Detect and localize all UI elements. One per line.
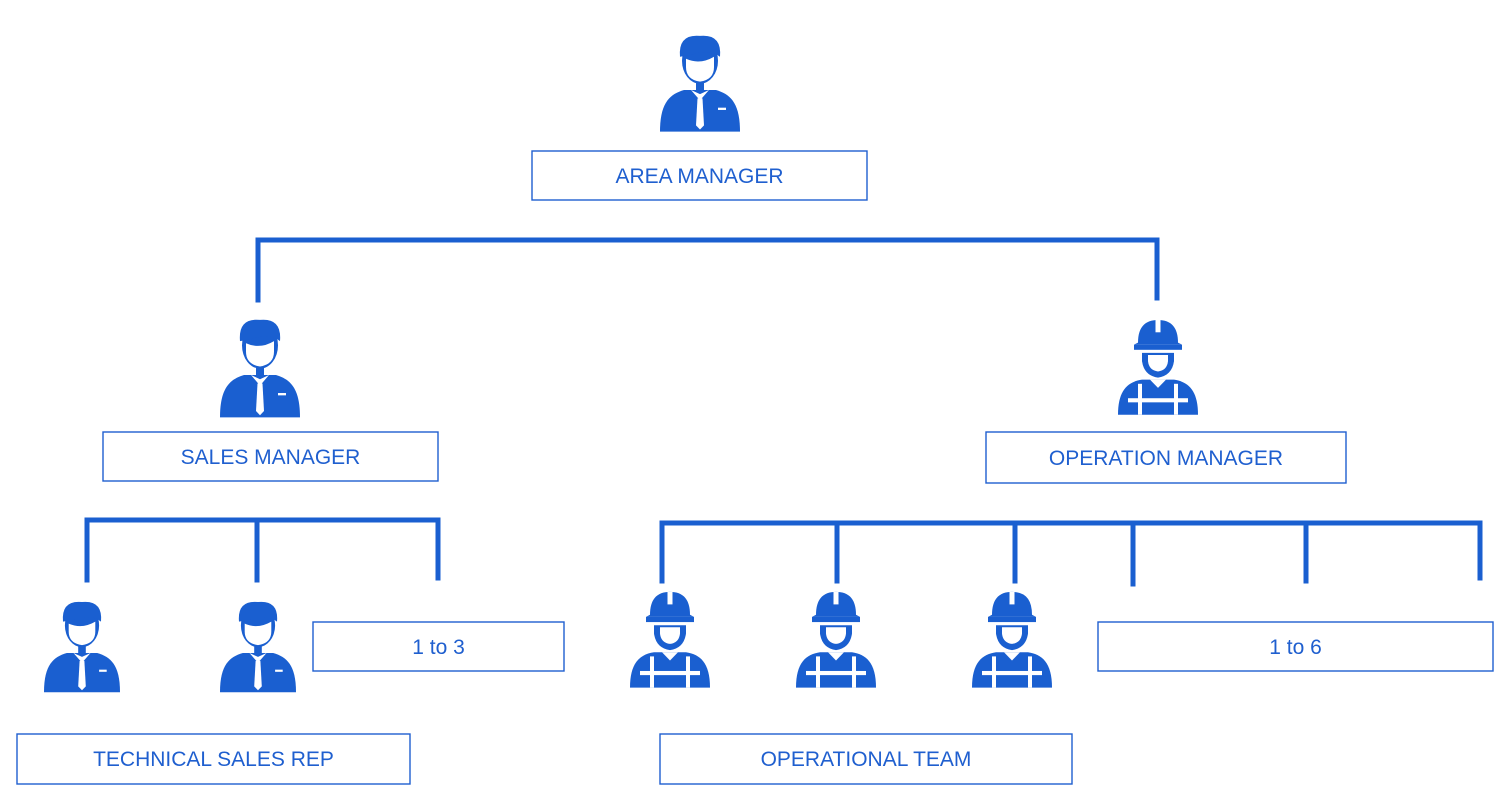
- area-manager-box: [531, 150, 868, 201]
- operator-3-worker-icon: [972, 591, 1052, 688]
- sales-count-box: [312, 621, 565, 672]
- operation-manager-box: [985, 431, 1347, 484]
- technical-sales-rep-box: [16, 733, 411, 785]
- node-sales-manager: SALES MANAGER: [102, 431, 439, 482]
- operational-team-label: OPERATIONAL TEAM: [761, 748, 972, 771]
- technical-sales-rep-label: TECHNICAL SALES REP: [93, 748, 334, 771]
- operational-team-box: [659, 733, 1073, 785]
- connectors: [84, 237, 1483, 587]
- operator-2-worker-icon: [796, 591, 876, 688]
- area-manager-businessman-icon: [660, 35, 740, 132]
- ops-count-label: 1 to 6: [1269, 636, 1322, 659]
- operation-manager-worker-icon: [1118, 319, 1198, 415]
- sales-manager-label: SALES MANAGER: [181, 446, 361, 469]
- node-sales-count: 1 to 3: [312, 621, 565, 672]
- sales-manager-box: [102, 431, 439, 482]
- node-ops-count: 1 to 6: [1097, 621, 1494, 672]
- ops-count-box: [1097, 621, 1494, 672]
- sales-count-label: 1 to 3: [412, 636, 465, 659]
- node-operation-manager: OPERATION MANAGER: [985, 431, 1347, 484]
- sales-manager-businessman-icon: [220, 319, 300, 418]
- sales-rep-1-businessman-icon: [44, 601, 120, 693]
- node-technical-sales-rep: TECHNICAL SALES REP: [16, 733, 411, 785]
- operation-manager-label: OPERATION MANAGER: [1049, 447, 1283, 470]
- sales-rep-2-businessman-icon: [220, 601, 296, 693]
- operator-1-worker-icon: [630, 591, 710, 688]
- node-operational-team: OPERATIONAL TEAM: [659, 733, 1073, 785]
- node-area-manager: AREA MANAGER: [531, 150, 868, 201]
- area-manager-label: AREA MANAGER: [615, 165, 783, 188]
